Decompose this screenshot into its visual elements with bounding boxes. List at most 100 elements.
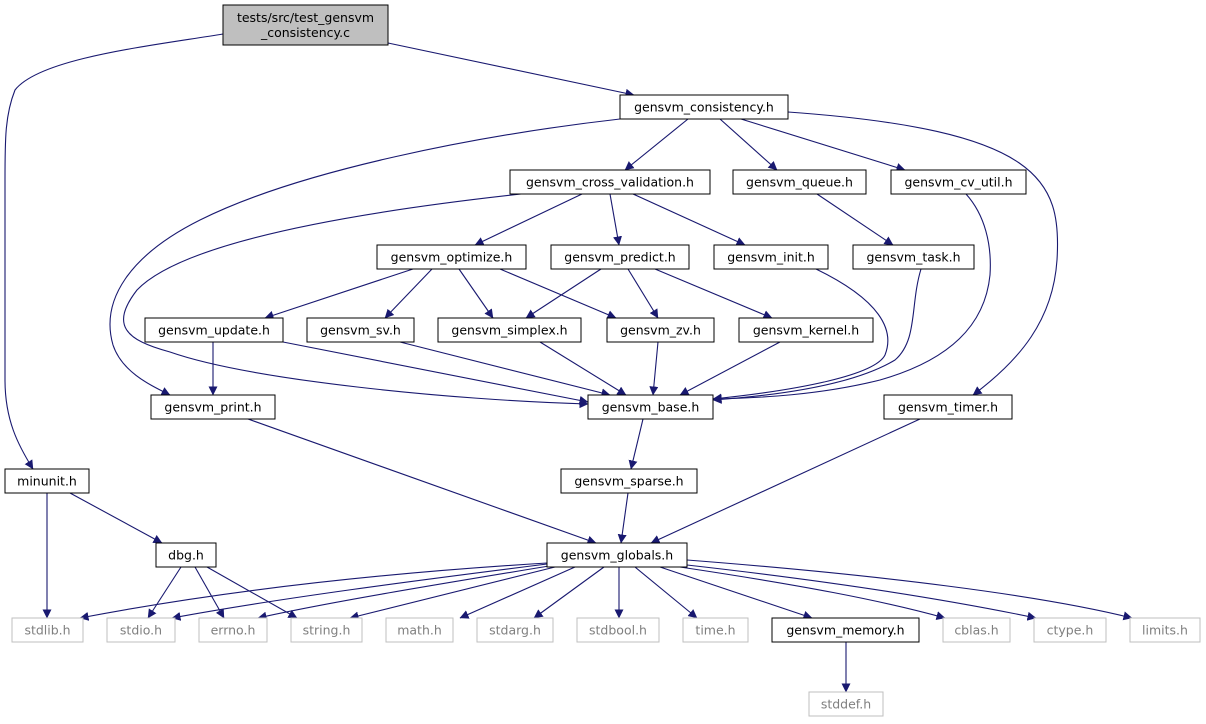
node-box-errno — [198, 617, 268, 643]
edge-dbg-to-stdio — [147, 566, 182, 619]
edge-consistency-to-cvutil — [740, 118, 906, 172]
edge-sparse-to-globals — [617, 492, 629, 544]
node-label-stddef: stddef.h — [821, 697, 871, 712]
node-sv[interactable]: gensvm_sv.h — [306, 317, 415, 343]
node-label-queue: gensvm_queue.h — [746, 175, 853, 190]
node-simplex[interactable]: gensvm_simplex.h — [437, 317, 582, 343]
node-memory[interactable]: gensvm_memory.h — [771, 617, 920, 643]
node-consistency[interactable]: gensvm_consistency.h — [619, 94, 789, 120]
edge-dbg-to-string — [206, 566, 298, 619]
node-box-math — [385, 617, 454, 643]
node-init[interactable]: gensvm_init.h — [713, 244, 829, 270]
node-label-cvutil: gensvm_cv_util.h — [904, 175, 1012, 190]
edge-optimize-to-sv — [384, 268, 433, 319]
node-queue[interactable]: gensvm_queue.h — [732, 169, 867, 195]
node-label-root: tests/src/test_gensvm — [237, 10, 374, 25]
node-label-sparse: gensvm_sparse.h — [574, 474, 683, 489]
node-box-sparse — [560, 468, 698, 494]
node-zv[interactable]: gensvm_zv.h — [606, 317, 715, 343]
edge-crossval-to-predict — [609, 193, 622, 246]
node-label-dbg: dbg.h — [168, 548, 204, 563]
node-label-stdbool: stdbool.h — [589, 623, 647, 638]
node-stdbool: stdbool.h — [576, 617, 660, 643]
edge-sv-to-base — [399, 341, 611, 398]
node-update[interactable]: gensvm_update.h — [144, 317, 284, 343]
edge-globals-to-ctype — [686, 564, 1037, 621]
node-box-ctype — [1033, 617, 1107, 643]
edge-globals-to-cblas — [679, 566, 946, 621]
node-label-print: gensvm_print.h — [164, 400, 261, 415]
node-stdlib: stdlib.h — [11, 617, 84, 643]
node-box-optimize — [376, 244, 527, 270]
node-label-stdarg: stdarg.h — [489, 623, 541, 638]
node-minunit[interactable]: minunit.h — [4, 468, 90, 494]
node-root[interactable]: tests/src/test_gensvm_consistency.c — [222, 4, 389, 46]
edge-globals-to-errno — [257, 565, 550, 621]
node-box-consistency — [619, 94, 789, 120]
node-cvutil[interactable]: gensvm_cv_util.h — [890, 169, 1027, 195]
node-label-task: gensvm_task.h — [866, 250, 960, 265]
edge-print-to-globals — [247, 418, 597, 545]
node-label-stdio: stdio.h — [120, 623, 162, 638]
node-ctype: ctype.h — [1033, 617, 1107, 643]
node-box-dbg — [155, 542, 217, 568]
edge-minunit-to-dbg — [69, 492, 163, 544]
node-box-update — [144, 317, 284, 343]
node-sparse[interactable]: gensvm_sparse.h — [560, 468, 698, 494]
node-label-root: _consistency.c — [260, 25, 350, 40]
edge-predict-to-zv — [627, 268, 659, 319]
node-task[interactable]: gensvm_task.h — [852, 244, 975, 270]
node-box-memory — [771, 617, 920, 643]
node-box-cblas — [942, 617, 1011, 643]
edge-globals-to-string — [349, 566, 556, 621]
edge-update-to-base — [282, 341, 589, 405]
node-label-predict: gensvm_predict.h — [564, 250, 675, 265]
node-box-cvutil — [890, 169, 1027, 195]
node-label-timer: gensvm_timer.h — [898, 400, 998, 415]
node-optimize[interactable]: gensvm_optimize.h — [376, 244, 527, 270]
node-timer[interactable]: gensvm_timer.h — [883, 394, 1013, 420]
node-box-stdarg — [476, 617, 554, 643]
edge-globals-to-memory — [659, 566, 813, 620]
node-limits: limits.h — [1129, 617, 1201, 643]
edge-consistency-to-print — [109, 118, 621, 396]
edge-globals-to-math — [459, 566, 576, 619]
node-crossval[interactable]: gensvm_cross_validation.h — [509, 169, 711, 195]
edge-predict-to-kernel — [654, 268, 773, 319]
node-box-limits — [1129, 617, 1201, 643]
node-box-task — [852, 244, 975, 270]
node-label-limits: limits.h — [1142, 623, 1188, 638]
node-globals[interactable]: gensvm_globals.h — [546, 542, 688, 568]
node-print[interactable]: gensvm_print.h — [150, 394, 276, 420]
node-stddef: stddef.h — [808, 691, 884, 717]
node-kernel[interactable]: gensvm_kernel.h — [738, 317, 874, 343]
node-dbg[interactable]: dbg.h — [155, 542, 217, 568]
edge-crossval-to-base — [123, 193, 589, 409]
node-time: time.h — [682, 617, 749, 643]
node-label-cblas: cblas.h — [954, 623, 998, 638]
edge-consistency-to-queue — [719, 118, 778, 171]
node-label-update: gensvm_update.h — [158, 323, 270, 338]
edge-init-to-base — [712, 268, 889, 403]
node-label-kernel: gensvm_kernel.h — [753, 323, 859, 338]
edge-consistency-to-timer — [787, 111, 1059, 396]
node-base[interactable]: gensvm_base.h — [587, 394, 714, 420]
edge-consistency-to-crossval — [624, 118, 689, 171]
edges-layer — [4, 33, 1133, 693]
edge-timer-to-globals — [650, 418, 921, 544]
node-stdarg: stdarg.h — [476, 617, 554, 643]
node-label-init: gensvm_init.h — [727, 250, 815, 265]
node-predict[interactable]: gensvm_predict.h — [550, 244, 690, 270]
nodes-layer: tests/src/test_gensvm_consistency.cgensv… — [4, 4, 1201, 717]
node-string: string.h — [290, 617, 363, 643]
edge-globals-to-stdio — [171, 563, 548, 621]
node-stdio: stdio.h — [106, 617, 176, 643]
node-box-init — [713, 244, 829, 270]
node-label-string: string.h — [303, 623, 351, 638]
node-box-sv — [306, 317, 415, 343]
edge-globals-to-stdlib — [79, 562, 548, 621]
node-label-crossval: gensvm_cross_validation.h — [526, 175, 694, 190]
node-label-memory: gensvm_memory.h — [786, 623, 904, 638]
node-label-errno: errno.h — [211, 623, 256, 638]
